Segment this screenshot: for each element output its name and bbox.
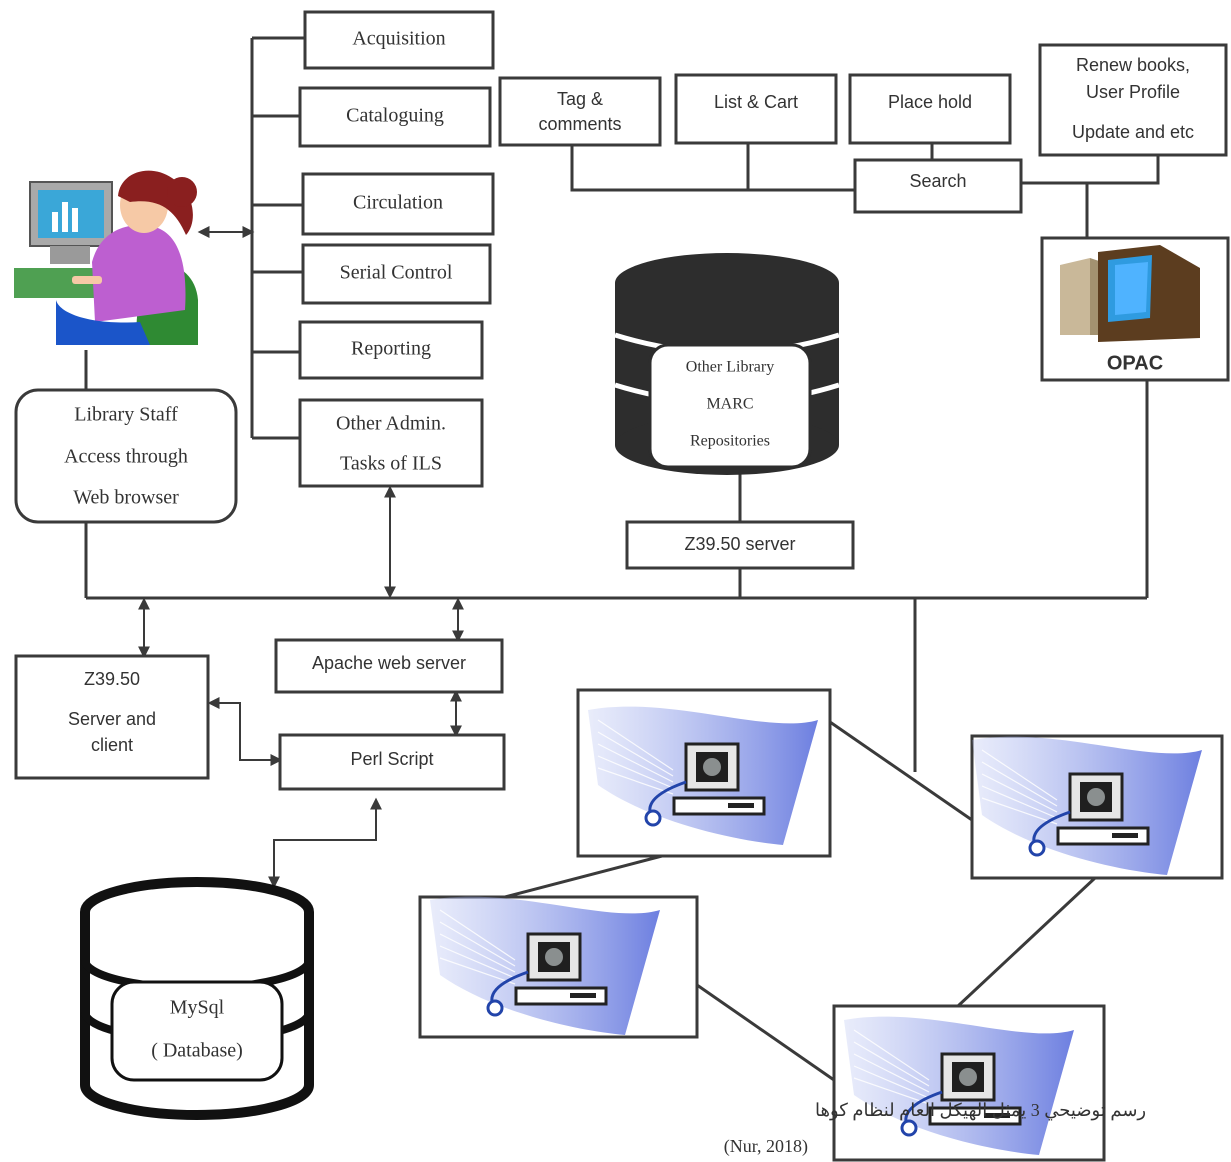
module-acquisition-label: Acquisition <box>352 28 445 50</box>
caption-arabic: رسم توضيحي 3 يمثل الهيكل العام لنظام كوه… <box>815 1100 1146 1121</box>
z3950-server-label: Z39.50 server <box>684 534 795 554</box>
opac-feature-list-cart: List & Cart <box>674 73 838 145</box>
z3950-client-line3: client <box>91 735 133 755</box>
module-cataloguing-label: Cataloguing <box>346 105 444 127</box>
list-cart-label: List & Cart <box>714 92 798 112</box>
perl-script-box: Perl Script <box>278 733 506 791</box>
renew-line2: User Profile <box>1086 82 1180 102</box>
marc-repository-database: Other Library MARC Repositories <box>614 253 840 475</box>
module-circulation: Circulation <box>301 172 495 236</box>
repository-line2: MARC <box>706 396 753 413</box>
z3950-client-box: Z39.50 Server and client <box>14 654 210 780</box>
module-other-admin-line2: Tasks of ILS <box>340 453 442 475</box>
figure-caption: رسم توضيحي 3 يمثل الهيكل العام لنظام كوه… <box>724 1100 1146 1157</box>
place-hold-label: Place hold <box>888 92 972 112</box>
repository-line3: Repositories <box>690 433 770 450</box>
opac-feature-renew-profile: Renew books, User Profile Update and etc <box>1038 43 1228 157</box>
apache-web-server-box: Apache web server <box>274 638 504 694</box>
z3950-client-line2: Server and <box>68 709 156 729</box>
library-staff-title: Library Staff <box>74 404 178 426</box>
repository-line1: Other Library <box>686 359 774 376</box>
module-circulation-label: Circulation <box>353 192 443 214</box>
connector-lines <box>84 36 1160 1082</box>
opac-label: OPAC <box>1107 352 1163 374</box>
client-workstation-2 <box>970 734 1224 880</box>
module-other-admin: Other Admin. Tasks of ILS <box>298 398 484 488</box>
librarian-at-computer-icon <box>14 170 198 345</box>
tag-comments-line1: Tag & <box>557 89 603 109</box>
client-workstation-3 <box>418 895 699 1039</box>
mysql-line2: ( Database) <box>151 1040 243 1062</box>
client-workstation-4 <box>832 1004 1106 1162</box>
opac-feature-place-hold: Place hold <box>848 73 1012 145</box>
apache-label: Apache web server <box>312 653 466 673</box>
module-other-admin-line1: Other Admin. <box>336 413 446 435</box>
opac-box: OPAC <box>1040 236 1230 382</box>
renew-line1: Renew books, <box>1076 55 1190 75</box>
perl-label: Perl Script <box>350 749 433 769</box>
module-serial-control-label: Serial Control <box>340 262 453 284</box>
module-reporting: Reporting <box>298 320 484 380</box>
z3950-client-line1: Z39.50 <box>84 669 140 689</box>
renew-line3: Update and etc <box>1072 122 1194 142</box>
module-cataloguing: Cataloguing <box>298 86 492 148</box>
search-label: Search <box>909 171 966 191</box>
opac-feature-search: Search <box>853 158 1023 214</box>
caption-source: (Nur, 2018) <box>724 1136 808 1157</box>
client-workstation-1 <box>576 688 832 858</box>
mysql-database: MySql ( Database) <box>80 877 314 1120</box>
module-reporting-label: Reporting <box>351 338 431 360</box>
library-staff-box: Library Staff Access through Web browser <box>14 388 238 524</box>
desktop-computer-icon <box>1060 245 1200 342</box>
mysql-line1: MySql <box>170 997 225 1019</box>
z3950-server-box: Z39.50 server <box>625 520 855 570</box>
library-staff-line3: Web browser <box>73 487 179 509</box>
module-acquisition: Acquisition <box>303 10 495 70</box>
module-serial-control: Serial Control <box>301 243 492 305</box>
opac-feature-tag-comments: Tag & comments <box>498 76 662 147</box>
library-staff-line2: Access through <box>64 446 188 468</box>
tag-comments-line2: comments <box>538 114 621 134</box>
